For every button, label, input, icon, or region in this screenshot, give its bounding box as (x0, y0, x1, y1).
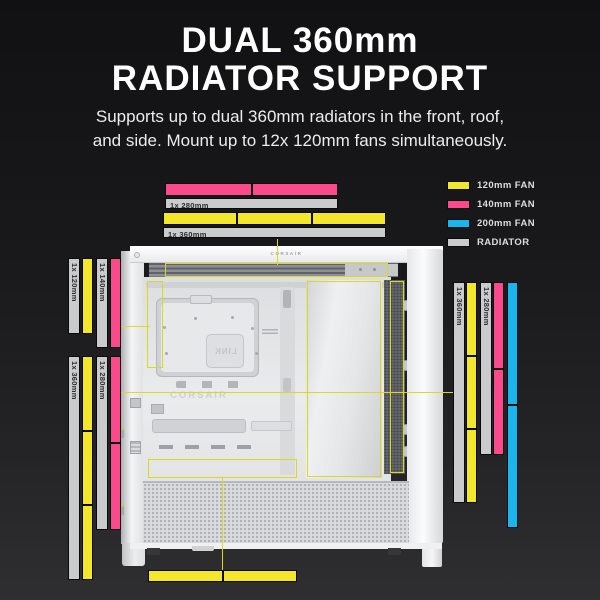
legend-label-140mm-fan: 140mm FAN (477, 199, 535, 210)
icue-link-hub: LINK (206, 334, 244, 368)
side-mount-panel (306, 280, 382, 478)
roof-360mm-radiator-label: 1x 360mm (163, 227, 386, 238)
case-roof-rail (345, 264, 398, 276)
case-bottom-edge (130, 543, 442, 549)
front-200mm-fan-bar (507, 282, 518, 528)
case-front-edge (407, 249, 443, 544)
roof-mount-outline (165, 263, 388, 277)
case-top-panel: CORSAIR (130, 246, 443, 263)
roof-connector-line (276, 239, 278, 265)
tray-clip (190, 295, 212, 304)
bottom-dual-120mm-fan-bar (148, 570, 297, 582)
fan-hub-box (151, 404, 164, 414)
bottom-mount-outline (148, 459, 297, 478)
legend-swatch-radiator (447, 238, 470, 247)
front-mount-outline (390, 281, 404, 473)
rear-120mm-radiator-label: 1x 120mm (68, 258, 80, 334)
case-bottom-tab (192, 546, 214, 551)
legend-row-120mm-fan: 120mm FAN (447, 180, 535, 191)
front-360mm-radiator-label: 1x 360mm (453, 282, 465, 503)
legend-label-200mm-fan: 200mm FAN (477, 218, 535, 229)
bottom-connector-line (221, 478, 223, 570)
rear-fan-mount-outline (147, 281, 163, 368)
case-front-pillar-foot (422, 543, 442, 567)
roof-rail-screw (373, 268, 376, 271)
page-title: DUAL 360mm RADIATOR SUPPORT (0, 22, 600, 98)
cable-channel-slot (283, 290, 291, 308)
roof-360mm-fan-bar (163, 212, 386, 225)
legend-swatch-120mm-fan (447, 181, 470, 190)
case-top-brand-text: CORSAIR (270, 251, 303, 256)
side-360mm-fan-bar (82, 356, 93, 580)
legend: 120mm FAN 140mm FAN 200mm FAN RADIATOR (447, 180, 535, 257)
title-line2: RADIATOR SUPPORT (111, 59, 489, 98)
fan-mount-slot-row (176, 381, 248, 388)
side-280mm-fan-bar (110, 356, 121, 530)
screw-top-left (134, 252, 140, 258)
case-foot-right (388, 548, 401, 555)
case-roof-vent (149, 263, 398, 277)
page-subtitle: Supports up to dual 360mm radiators in t… (0, 105, 600, 152)
legend-row-200mm-fan: 200mm FAN (447, 218, 535, 229)
case-foot-left (147, 548, 160, 555)
side-front-connector-line (121, 391, 453, 393)
cable-channel-slot (283, 378, 291, 392)
legend-label-120mm-fan: 120mm FAN (477, 180, 535, 191)
cable-routing-recess (152, 419, 246, 433)
tray-vent-dashes (262, 329, 278, 334)
roof-rail-screw (359, 268, 362, 271)
cable-channel (280, 287, 295, 475)
interior-top-rail (146, 282, 388, 288)
rear-140mm-radiator-label: 1x 140mm (96, 258, 108, 348)
rear-140mm-fan-bar (110, 258, 121, 348)
legend-row-140mm-fan: 140mm FAN (447, 199, 535, 210)
side-360mm-radiator-label: 1x 360mm (68, 356, 80, 580)
legend-row-radiator: RADIATOR (447, 237, 535, 248)
side-280mm-radiator-label: 1x 280mm (96, 356, 108, 530)
subtitle-line2: and side. Mount up to 12x 120mm fans sim… (92, 130, 508, 150)
case-bottom-mesh (143, 481, 409, 543)
side-mount-outline (307, 281, 381, 477)
icue-link-hub-label: LINK (213, 346, 237, 356)
title-line1: DUAL 360mm (181, 21, 419, 60)
subtitle-line1: Supports up to dual 360mm radiators in t… (95, 107, 505, 126)
cable-routing-recess-small (251, 421, 292, 431)
front-intake-strip (384, 280, 405, 474)
rear-connector-line (118, 325, 150, 327)
tray-screw-dots (163, 326, 166, 329)
case-watermark-text: CORSAIR (170, 390, 228, 401)
legend-label-radiator: RADIATOR (477, 237, 530, 248)
legend-swatch-200mm-fan (447, 219, 470, 228)
psu-shroud-slots (159, 445, 263, 449)
rear-120mm-fan-bar (82, 258, 93, 334)
front-360mm-fan-bar (466, 282, 477, 503)
roof-280mm-radiator-label: 1x 280mm (165, 198, 338, 209)
front-280mm-radiator-label: 1x 280mm (480, 282, 492, 455)
roof-280mm-fan-bar (165, 183, 338, 196)
front-280mm-fan-bar (493, 282, 504, 455)
case-rear-edge (121, 251, 144, 544)
legend-swatch-140mm-fan (447, 200, 470, 209)
case-rear-vent-slot (130, 398, 141, 408)
case-expansion-slots (130, 441, 141, 454)
